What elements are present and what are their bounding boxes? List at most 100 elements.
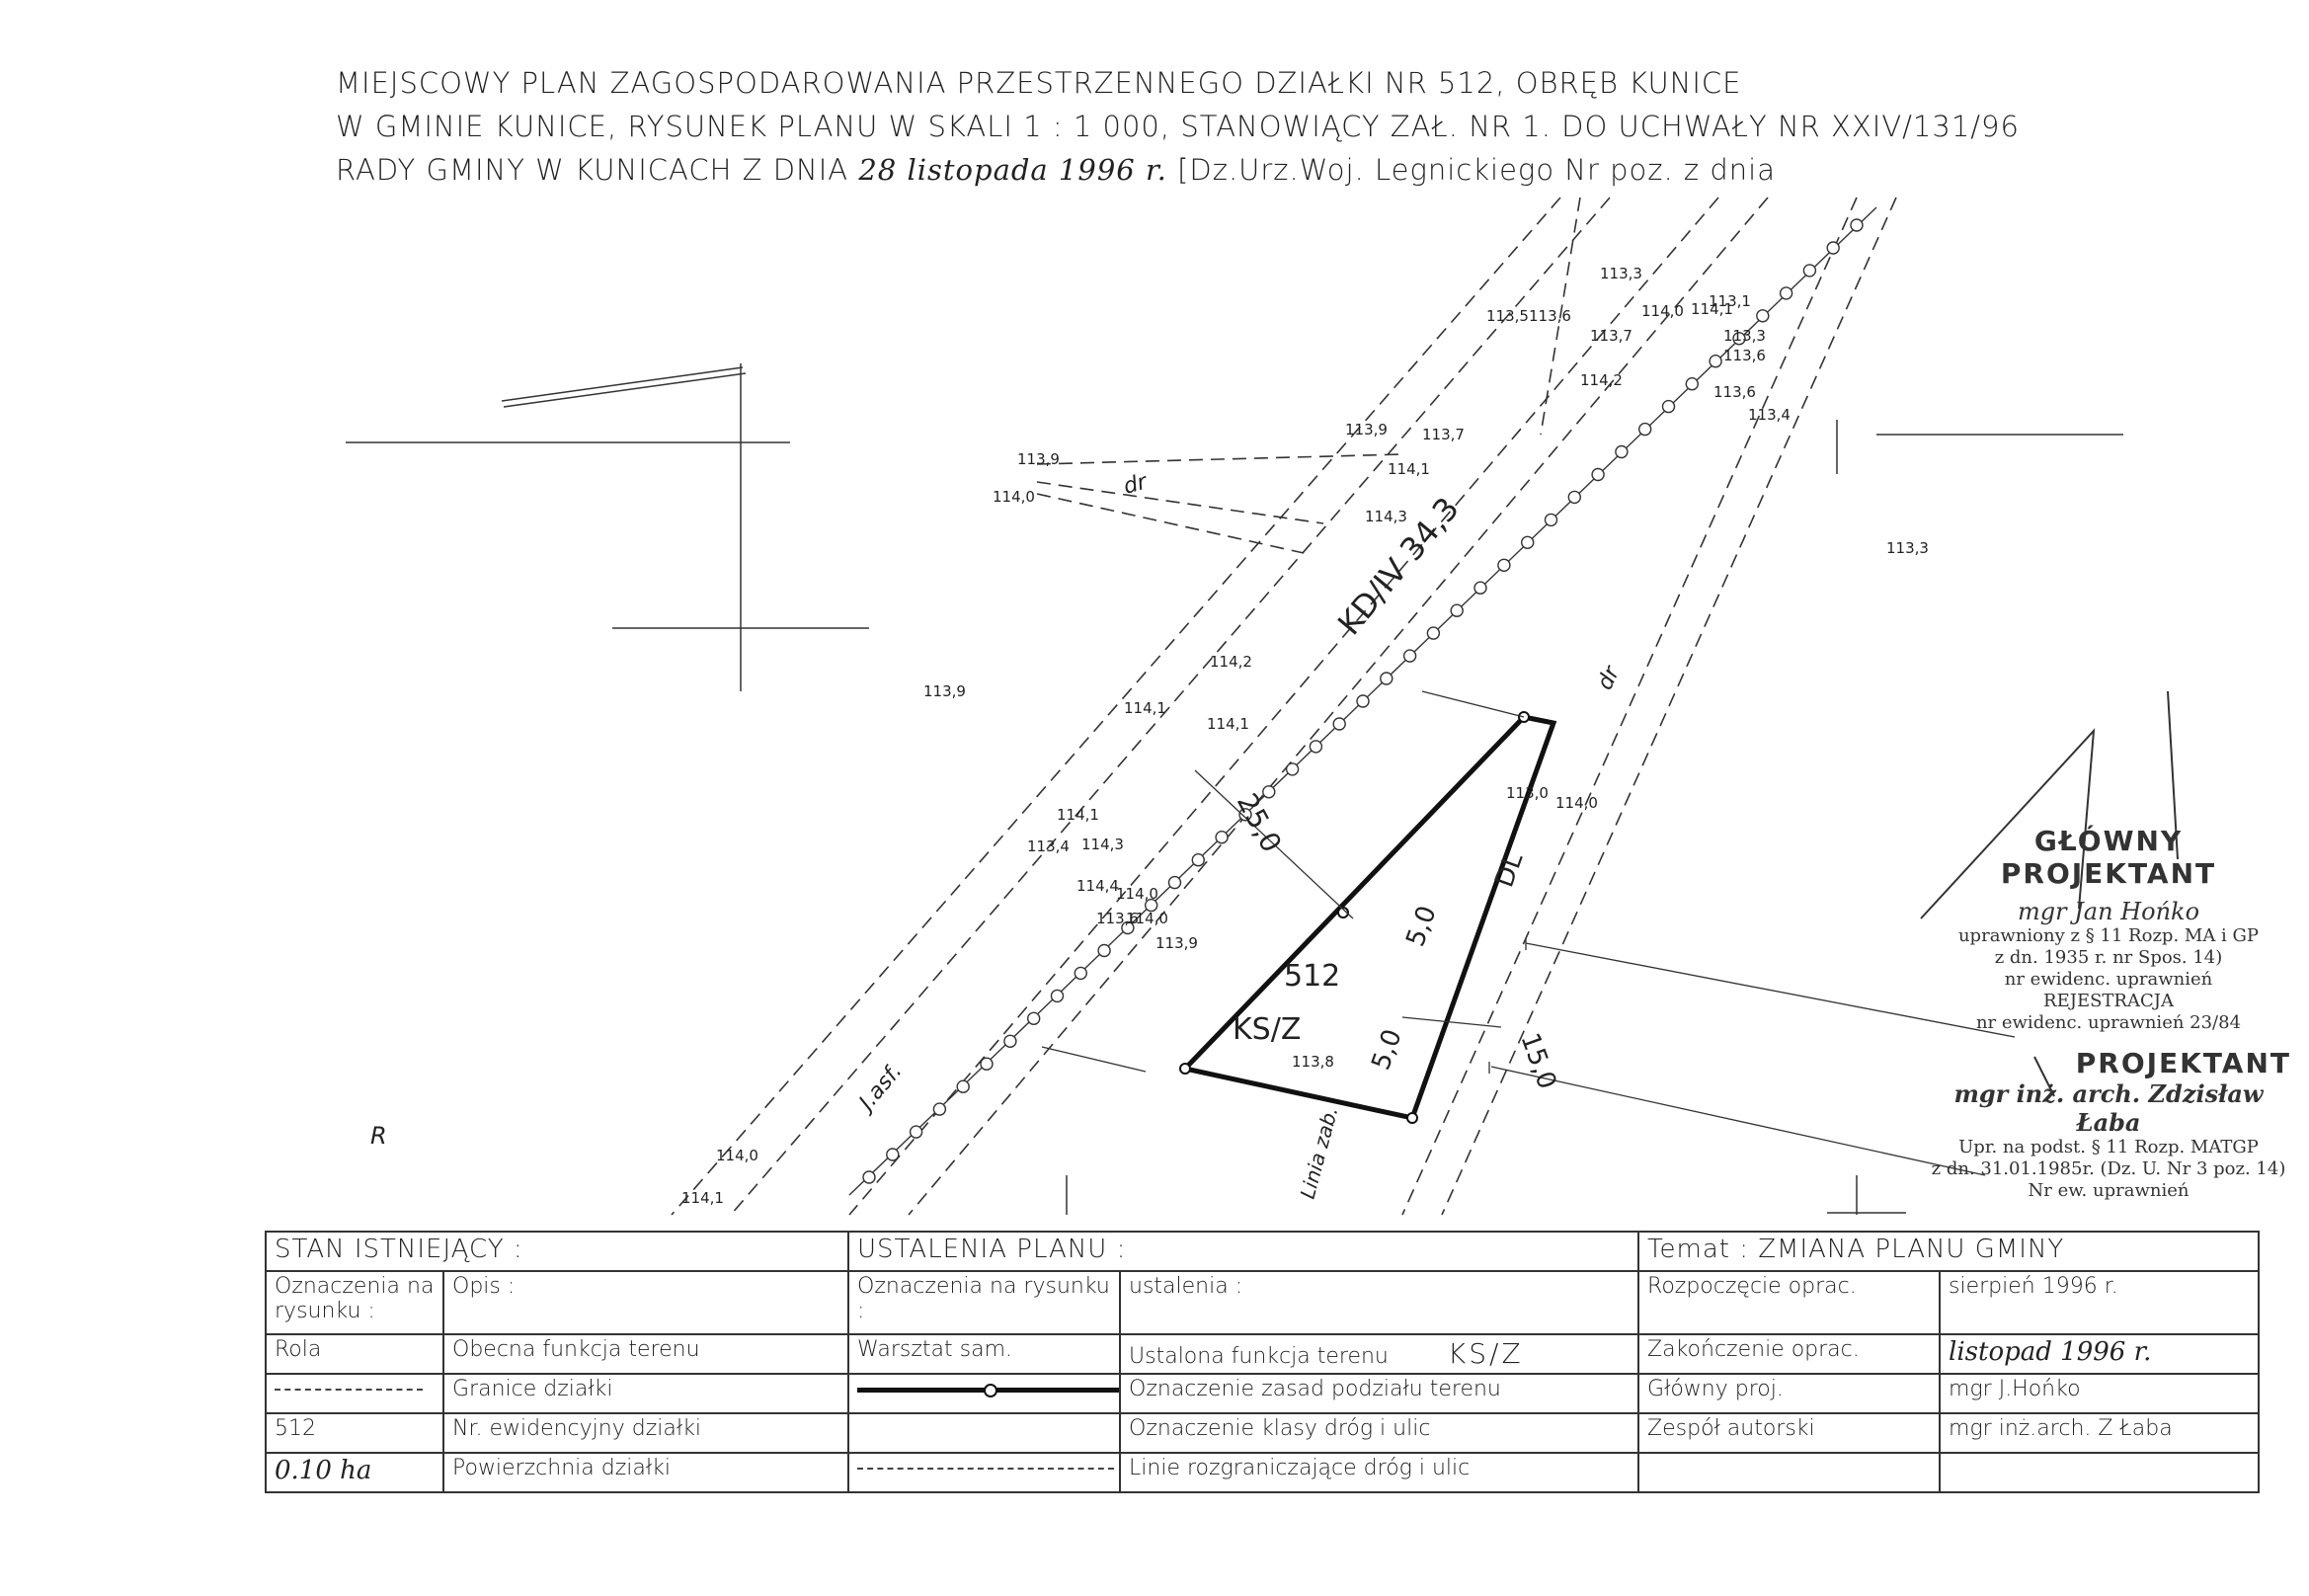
utility-circle — [1426, 626, 1441, 640]
grid-line — [501, 366, 744, 402]
utility-circle — [1050, 989, 1065, 1003]
elevation-label: 114,1 — [1057, 806, 1099, 824]
chief-designer-line-1: uprawniony z § 11 Rozp. MA i GP — [1957, 925, 2260, 946]
elevation-label: 113,9 — [1017, 450, 1060, 468]
title-line-3-prefix: RADY GMINY W KUNICACH Z DNIA — [336, 153, 859, 187]
legend-row-ozn-plan-symbol — [847, 1373, 1122, 1414]
legend-row-ustalenie: Oznaczenie zasad podziału terenu — [1119, 1373, 1640, 1414]
designer-stamp: PROJEKTANT mgr inż. arch. Zdzisław Łaba … — [1926, 1047, 2291, 1202]
elevation-label: 113,9 — [1345, 421, 1388, 439]
legend-row-ozn: 512 — [265, 1412, 444, 1454]
division-line-symbol — [857, 1383, 1119, 1397]
parcel-512 — [1179, 711, 1557, 1124]
road-boundary-line — [1401, 197, 1858, 1216]
dimension-label: 15,0 — [1514, 1029, 1561, 1093]
elevation-label: 113,3 — [1723, 327, 1766, 345]
chief-designer-line-5: nr ewidenc. uprawnień 23/84 — [1975, 1012, 2242, 1033]
utility-circle — [980, 1057, 994, 1071]
elevation-label: 113,8 — [1292, 1053, 1334, 1071]
utility-circle — [1685, 377, 1700, 391]
legend-row: Rola Obecna funkcja terenu Warsztat sam.… — [265, 1333, 2261, 1375]
title-line-1: MIEJSCOWY PLAN ZAGOSPODAROWANIA PRZESTRZ… — [336, 66, 1742, 100]
utility-circle — [1074, 966, 1088, 981]
utility-circle — [1591, 467, 1605, 482]
parcel-border-symbol — [275, 1389, 423, 1391]
utility-circle — [1144, 898, 1158, 913]
chief-designer-name: mgr Jan Hońko — [2017, 898, 2200, 925]
utility-circle — [1380, 672, 1393, 685]
legend-row-opis: Nr. ewidencyjny działki — [441, 1412, 850, 1454]
utility-circle — [1191, 853, 1206, 867]
legend-col-ustalenia: ustalenia : — [1119, 1270, 1640, 1335]
legend-row-meta-value: mgr J.Hońko — [1939, 1373, 2261, 1414]
legend-table: STAN ISTNIEJĄCY : USTALENIA PLANU : Tema… — [264, 1231, 2261, 1493]
road-boundary-line — [1036, 493, 1305, 554]
designer-line-2: z dn. 31.01.1985r. (Dz. U. Nr 3 poz. 14) — [1931, 1158, 2286, 1179]
legend-row-opis: Powierzchnia działki — [441, 1452, 850, 1493]
elevation-label: 114,0 — [716, 1147, 758, 1164]
road-boundary-line — [1441, 197, 1897, 1216]
dr-label-2: dr — [1593, 661, 1626, 693]
utility-circle — [1802, 264, 1817, 278]
utility-circle — [1262, 785, 1276, 799]
chief-designer-title: GŁÓWNY PROJEKTANT — [2000, 825, 2217, 890]
dimension-line — [1525, 942, 2016, 1038]
utility-circle — [1473, 581, 1487, 595]
legend-header-row: STAN ISTNIEJĄCY : USTALENIA PLANU : Tema… — [264, 1231, 2261, 1272]
elevation-label: 113,9 — [923, 682, 966, 700]
designer-line-1: Upr. na podst. § 11 Rozp. MATGP — [1958, 1137, 2259, 1157]
dr-label: dr — [1121, 469, 1152, 500]
legend-row-ozn: 0.10 ha — [265, 1452, 444, 1493]
dimension-line — [1194, 769, 1354, 919]
legend-stan-header: STAN ISTNIEJĄCY : — [264, 1231, 850, 1272]
road-boundary-line — [1540, 197, 1581, 436]
utility-circle — [1520, 535, 1535, 549]
utility-circle — [1309, 740, 1323, 754]
elevation-label: 113,3 — [1600, 265, 1642, 282]
elevation-label: 113,5 — [1486, 307, 1529, 325]
utility-circle — [956, 1079, 970, 1093]
elevation-label: 114,1 — [1691, 300, 1733, 318]
chief-designer-line-3: nr ewidenc. uprawnień — [2004, 969, 2213, 990]
elevation-label: 113,6 — [1096, 910, 1139, 927]
elevation-label: 113,4 — [1748, 406, 1791, 424]
elevation-label: 113,3 — [1886, 539, 1929, 557]
dimension-line — [1401, 1016, 1502, 1028]
utility-circle — [1402, 649, 1417, 663]
elevation-label: 114,0 — [993, 488, 1035, 506]
signature-mark — [1920, 728, 2096, 919]
utility-circle — [1285, 762, 1300, 776]
legend-ustalenia-header: USTALENIA PLANU : — [847, 1231, 1640, 1272]
parcel-function: KS/Z — [1233, 1012, 1301, 1047]
legend-row-opis: Obecna funkcja terenu — [441, 1333, 850, 1375]
utility-circle — [1826, 241, 1840, 255]
legend-row-meta-value: listopad 1996 r. — [1939, 1333, 2261, 1375]
parcel-number: 512 — [1284, 959, 1340, 994]
legend-row-ozn-symbol — [265, 1373, 444, 1414]
utility-circles — [862, 218, 1864, 1184]
legend-row-ozn-plan — [847, 1412, 1122, 1454]
utility-circle — [1215, 831, 1229, 844]
elevation-label: 113,9 — [1155, 934, 1198, 952]
road-line-symbol — [857, 1468, 1115, 1470]
utility-circle — [1567, 490, 1582, 505]
legend-row-meta-label: Zespół autorski — [1637, 1412, 1942, 1454]
road-boundary-line — [1036, 481, 1324, 524]
signature-strokes — [1920, 690, 2179, 1097]
legend-row-meta-value: mgr inż.arch. Z Łaba — [1939, 1412, 2261, 1454]
plan-title: MIEJSCOWY PLAN ZAGOSPODAROWANIA PRZESTRZ… — [336, 61, 2212, 192]
legend-function-symbol: KS/Z — [1447, 1337, 1524, 1370]
elevation-label: 114,2 — [1580, 371, 1623, 389]
utility-circle — [909, 1125, 923, 1139]
legend-row-ozn-plan-symbol — [847, 1452, 1122, 1493]
grid-line — [503, 372, 747, 408]
dimension-lines — [1041, 690, 2016, 1176]
legend-row-meta-value — [1939, 1452, 2261, 1493]
utility-circle — [1497, 558, 1511, 572]
utility-circle — [1661, 399, 1676, 414]
utility-circle — [1732, 332, 1746, 346]
road-boundary-line — [848, 197, 1719, 1216]
